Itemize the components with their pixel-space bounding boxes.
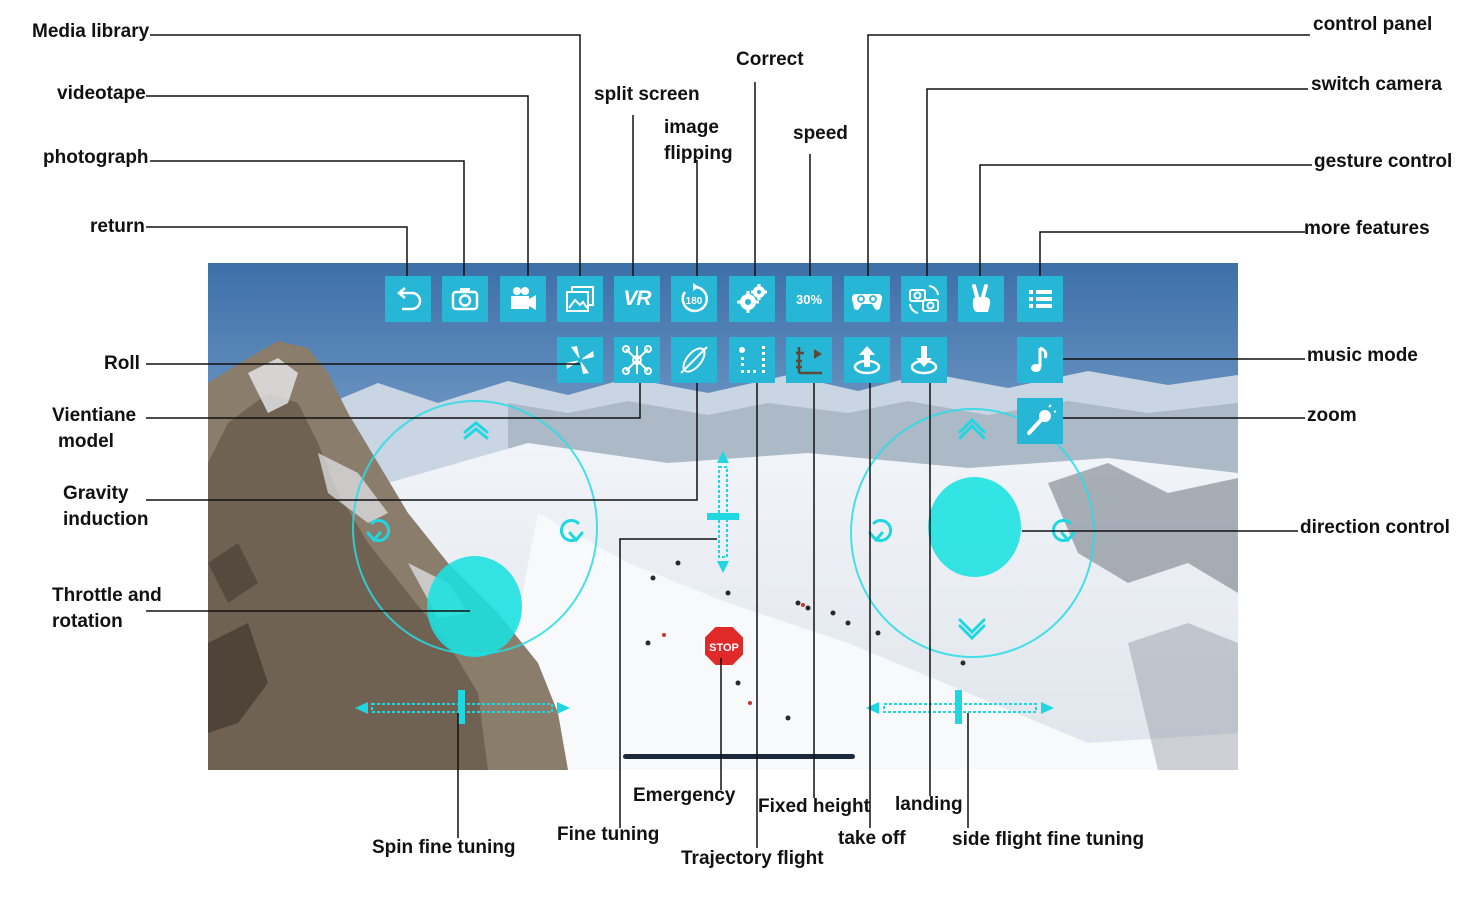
return-button[interactable] xyxy=(385,276,431,322)
gamepad-icon xyxy=(851,293,883,310)
label-direction-control: direction control xyxy=(1300,517,1450,538)
label-music-mode: music mode xyxy=(1307,345,1418,366)
label-throttle-2: rotation xyxy=(52,611,123,632)
emergency-stop-button[interactable]: STOP xyxy=(703,625,745,667)
take-off-button[interactable] xyxy=(844,337,890,383)
label-gesture-control: gesture control xyxy=(1314,151,1453,172)
label-roll: Roll xyxy=(104,353,140,374)
vientiane-icon xyxy=(622,345,652,375)
label-switch-camera: switch camera xyxy=(1311,74,1442,95)
victory-hand-icon xyxy=(972,284,991,312)
home-indicator-bar xyxy=(623,754,855,759)
zoom-button[interactable] xyxy=(1017,398,1063,444)
label-zoom: zoom xyxy=(1307,405,1357,426)
media-library-button[interactable] xyxy=(557,276,603,322)
microphone-icon xyxy=(1027,404,1057,435)
label-return: return xyxy=(90,216,145,237)
label-fixed-height: Fixed height xyxy=(758,796,870,817)
label-gravity-1: Gravity xyxy=(63,483,129,504)
label-vientiane-1: Vientiane xyxy=(52,405,137,426)
label-landing: landing xyxy=(895,794,963,815)
music-mode-button[interactable] xyxy=(1017,337,1063,383)
trajectory-flight-button[interactable] xyxy=(729,337,775,383)
label-media-library: Media library xyxy=(32,21,150,42)
label-fine-tuning: Fine tuning xyxy=(557,824,660,845)
more-features-button[interactable] xyxy=(1017,276,1063,322)
throttle-rotation-knob[interactable] xyxy=(427,556,522,657)
videotape-button[interactable] xyxy=(500,276,546,322)
label-photograph: photograph xyxy=(43,147,149,168)
label-throttle-1: Throttle and xyxy=(52,585,162,606)
label-image-flipping-1: image xyxy=(664,117,719,138)
rotate-180-icon: 180 xyxy=(681,283,709,313)
label-image-flipping-2: flipping xyxy=(664,143,733,164)
label-emergency: Emergency xyxy=(633,785,736,806)
right-joystick-ring xyxy=(850,408,1095,658)
camera-icon xyxy=(451,288,479,311)
label-gravity-2: induction xyxy=(63,509,149,530)
list-icon xyxy=(1029,290,1052,308)
switch-camera-button[interactable] xyxy=(901,276,947,322)
image-flipping-button[interactable]: 180 xyxy=(671,276,717,322)
gallery-icon xyxy=(566,286,594,312)
landing-button[interactable] xyxy=(901,337,947,383)
roll-button[interactable] xyxy=(557,337,603,383)
gear-icon xyxy=(737,284,767,313)
gesture-control-button[interactable] xyxy=(958,276,1004,322)
photograph-button[interactable] xyxy=(442,276,488,322)
trajectory-icon xyxy=(739,346,765,373)
stop-text: STOP xyxy=(709,642,739,654)
label-split-screen: split screen xyxy=(594,84,700,105)
vientiane-model-button[interactable] xyxy=(614,337,660,383)
gravity-icon xyxy=(680,346,708,374)
label-spin-fine-tuning: Spin fine tuning xyxy=(372,837,516,858)
direction-control-knob[interactable] xyxy=(928,477,1021,577)
speed-button[interactable]: 30% xyxy=(786,276,832,322)
landing-icon xyxy=(910,346,938,375)
label-control-panel: control panel xyxy=(1313,14,1433,35)
flip-text: 180 xyxy=(686,296,703,307)
label-videotape: videotape xyxy=(57,83,146,104)
vr-icon: VR xyxy=(623,287,651,310)
take-off-icon xyxy=(853,346,881,375)
fixed-height-icon xyxy=(796,347,822,375)
label-more-features: more features xyxy=(1304,218,1430,239)
correct-button[interactable] xyxy=(729,276,775,322)
label-speed: speed xyxy=(793,123,848,144)
music-note-icon xyxy=(1031,346,1048,372)
video-camera-icon xyxy=(511,287,536,310)
roll-propeller-icon xyxy=(566,346,594,374)
fixed-height-button[interactable] xyxy=(786,337,832,383)
label-trajectory-flight: Trajectory flight xyxy=(681,848,824,869)
label-vientiane-2: model xyxy=(58,431,114,452)
switch-camera-icon xyxy=(909,285,939,314)
control-panel-button[interactable] xyxy=(844,276,890,322)
label-take-off: take off xyxy=(838,828,906,849)
speed-icon: 30% xyxy=(795,291,823,307)
gravity-induction-button[interactable] xyxy=(671,337,717,383)
label-side-flight-fine-tuning: side flight fine tuning xyxy=(952,829,1145,850)
label-correct: Correct xyxy=(736,49,804,70)
return-arrow-icon xyxy=(397,287,422,311)
split-screen-button[interactable]: VR xyxy=(614,276,660,322)
